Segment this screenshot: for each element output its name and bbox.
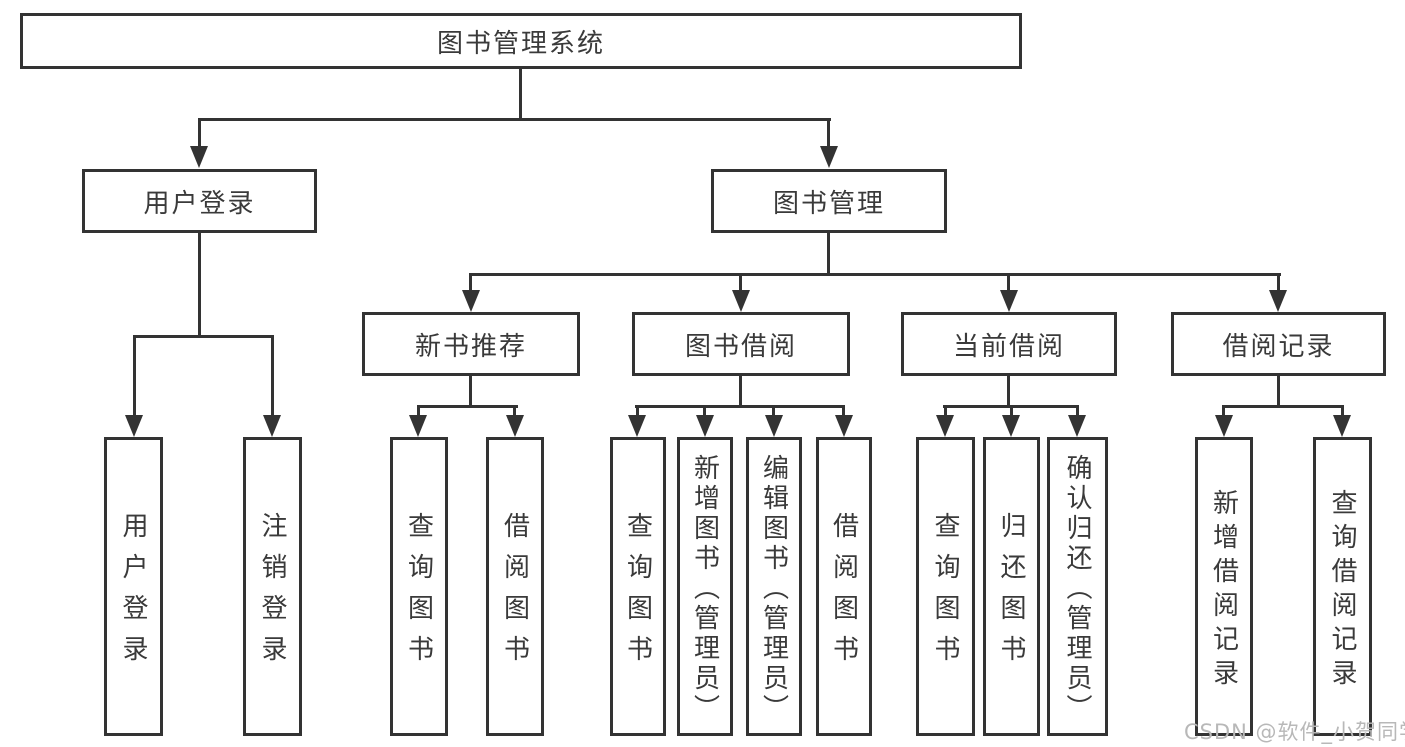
- connector-line: [513, 405, 516, 418]
- node-leaf-return-books: 归还图书: [983, 437, 1040, 736]
- connector-line: [772, 405, 775, 418]
- arrow-down-icon: [1002, 415, 1020, 437]
- connector-line: [636, 405, 639, 418]
- arrow-down-icon: [628, 415, 646, 437]
- arrow-down-icon: [732, 290, 750, 312]
- connector-line: [469, 273, 1281, 276]
- connector-line: [417, 405, 420, 418]
- arrow-down-icon: [936, 415, 954, 437]
- node-label: 查询图书: [930, 512, 960, 676]
- connector-line: [198, 118, 201, 150]
- arrow-down-icon: [696, 415, 714, 437]
- node-label: 注销登录: [257, 512, 287, 676]
- connector-line: [739, 376, 742, 407]
- connector-line: [417, 405, 518, 408]
- node-leaf-add-borrow-record: 新增借阅记录: [1195, 437, 1253, 736]
- node-book-management: 图书管理: [711, 169, 947, 233]
- connector-line: [635, 405, 845, 408]
- arrow-down-icon: [263, 415, 281, 437]
- arrow-down-icon: [820, 146, 838, 168]
- connector-line: [1222, 405, 1344, 408]
- connector-line: [1010, 405, 1013, 418]
- node-label: 新增借阅记录: [1208, 488, 1239, 693]
- arrow-down-icon: [506, 415, 524, 437]
- connector-line: [519, 69, 522, 121]
- node-leaf-borrow-books-2: 借阅图书: [816, 437, 872, 736]
- node-leaf-user-login: 用户登录: [104, 437, 163, 736]
- node-label: 确认归还（管理员）: [1062, 453, 1092, 724]
- connector-line: [133, 335, 274, 338]
- node-leaf-logout: 注销登录: [243, 437, 302, 736]
- node-leaf-confirm-return-admin: 确认归还（管理员）: [1047, 437, 1108, 736]
- node-new-book-recommend: 新书推荐: [362, 312, 580, 376]
- node-user-login: 用户登录: [82, 169, 317, 233]
- connector-line: [1007, 273, 1010, 293]
- arrow-down-icon: [409, 415, 427, 437]
- connector-line: [1341, 405, 1344, 418]
- arrow-down-icon: [1333, 415, 1351, 437]
- node-leaf-query-borrow-record: 查询借阅记录: [1313, 437, 1372, 736]
- watermark: CSDN @软件_小贺同学: [1184, 720, 1405, 744]
- node-label: 查询图书: [622, 512, 653, 676]
- node-leaf-add-books-admin: 新增图书（管理员）: [677, 437, 733, 736]
- node-book-borrowing: 图书借阅: [632, 312, 850, 376]
- node-borrowing-records: 借阅记录: [1171, 312, 1386, 376]
- arrow-down-icon: [1000, 290, 1018, 312]
- connector-line: [271, 335, 274, 417]
- connector-line: [469, 376, 472, 407]
- node-library-system: 图书管理系统: [20, 13, 1022, 69]
- arrow-down-icon: [462, 290, 480, 312]
- connector-line: [827, 233, 830, 275]
- connector-line: [1277, 376, 1280, 407]
- node-label: 新增图书（管理员）: [689, 453, 720, 724]
- node-leaf-edit-books-admin: 编辑图书（管理员）: [746, 437, 802, 736]
- arrow-down-icon: [125, 415, 143, 437]
- node-label: 查询图书: [403, 512, 434, 676]
- connector-line: [198, 233, 201, 337]
- node-leaf-query-books-3: 查询图书: [916, 437, 975, 736]
- node-leaf-query-books-2: 查询图书: [610, 437, 666, 736]
- connector-line: [1277, 273, 1280, 293]
- connector-line: [198, 118, 831, 121]
- node-current-borrowing: 当前借阅: [901, 312, 1117, 376]
- node-label: 编辑图书（管理员）: [758, 453, 789, 724]
- node-label: 借阅图书: [499, 512, 530, 676]
- arrow-down-icon: [765, 415, 783, 437]
- arrow-down-icon: [1068, 415, 1086, 437]
- arrow-down-icon: [1269, 290, 1287, 312]
- node-label: 查询借阅记录: [1327, 488, 1357, 693]
- arrow-down-icon: [1215, 415, 1233, 437]
- connector-line: [469, 273, 472, 293]
- node-label: 归还图书: [996, 512, 1026, 676]
- connector-line: [827, 118, 830, 150]
- connector-line: [133, 335, 136, 417]
- connector-line: [842, 405, 845, 418]
- node-label: 用户登录: [118, 512, 148, 676]
- node-leaf-query-books-1: 查询图书: [390, 437, 448, 736]
- connector-line: [739, 273, 742, 293]
- node-label: 借阅图书: [828, 512, 859, 676]
- arrow-down-icon: [190, 146, 208, 168]
- connector-line: [1222, 405, 1225, 418]
- connector-line: [944, 405, 947, 418]
- node-leaf-borrow-books-1: 借阅图书: [486, 437, 544, 736]
- connector-line: [1007, 376, 1010, 407]
- arrow-down-icon: [835, 415, 853, 437]
- connector-line: [1076, 405, 1079, 418]
- connector-line: [703, 405, 706, 418]
